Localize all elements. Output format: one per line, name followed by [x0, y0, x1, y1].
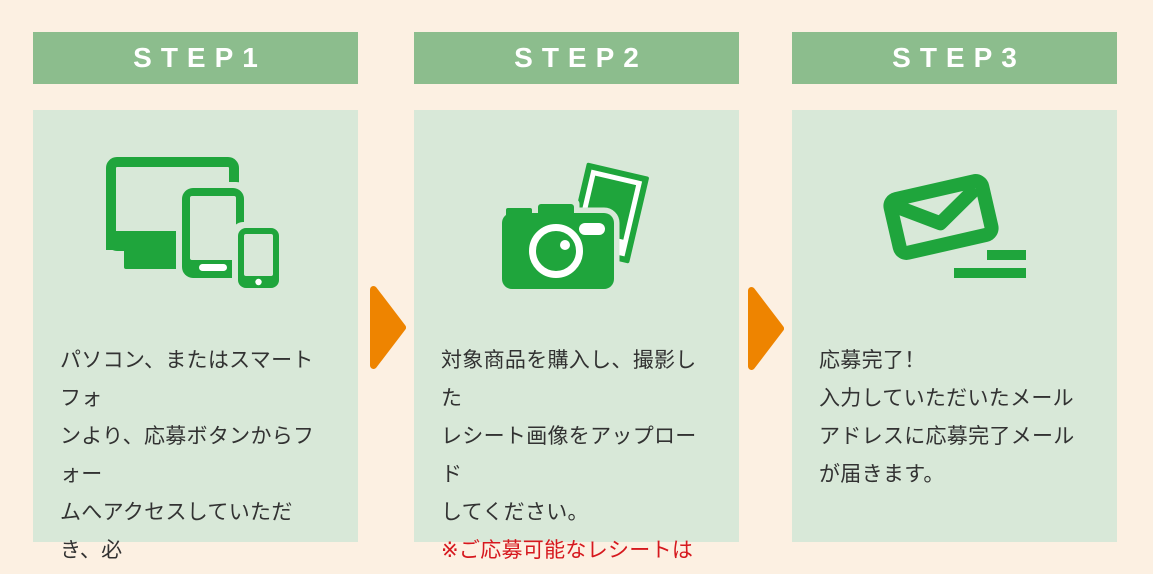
step2-description: 対象商品を購入し、撮影した レシート画像をアップロード してください。	[441, 349, 697, 524]
step3-header: STEP3	[792, 32, 1117, 84]
step3-label: STEP3	[892, 42, 1026, 73]
step-column-1: STEP1	[33, 32, 358, 562]
step-column-2: STEP2	[414, 32, 739, 562]
step-column-3: STEP3 応募完了！ 入力していただいたメール アドレスに応募完了メール が届…	[792, 32, 1117, 542]
step1-card: パソコン、またはスマートフォ ンより、応募ボタンからフォー ムへアクセスしていた…	[33, 110, 358, 562]
step2-icon-area	[414, 110, 739, 342]
devices-icon	[105, 157, 285, 295]
step1-header: STEP1	[33, 32, 358, 84]
step2-label: STEP2	[514, 42, 648, 73]
step1-icon-area	[33, 110, 358, 342]
step3-card: 応募完了！ 入力していただいたメール アドレスに応募完了メール が届きます。	[792, 110, 1117, 542]
arrow-right-icon	[370, 286, 406, 369]
step2-note: ※ご応募可能なレシートは応 募期間内のものに限ります。	[441, 539, 694, 562]
step2-header: STEP2	[414, 32, 739, 84]
step1-description: パソコン、またはスマートフォ ンより、応募ボタンからフォー ムへアクセスしていた…	[60, 349, 315, 562]
step1-label: STEP1	[133, 42, 267, 73]
camera-icon	[501, 162, 649, 291]
arrow-right-icon	[748, 287, 784, 370]
step2-card: 対象商品を購入し、撮影した レシート画像をアップロード してください。 ※ご応募…	[414, 110, 739, 562]
step3-icon-area	[792, 110, 1117, 342]
step3-description: 応募完了！ 入力していただいたメール アドレスに応募完了メール が届きます。	[819, 349, 1075, 486]
mail-icon	[882, 174, 1026, 278]
